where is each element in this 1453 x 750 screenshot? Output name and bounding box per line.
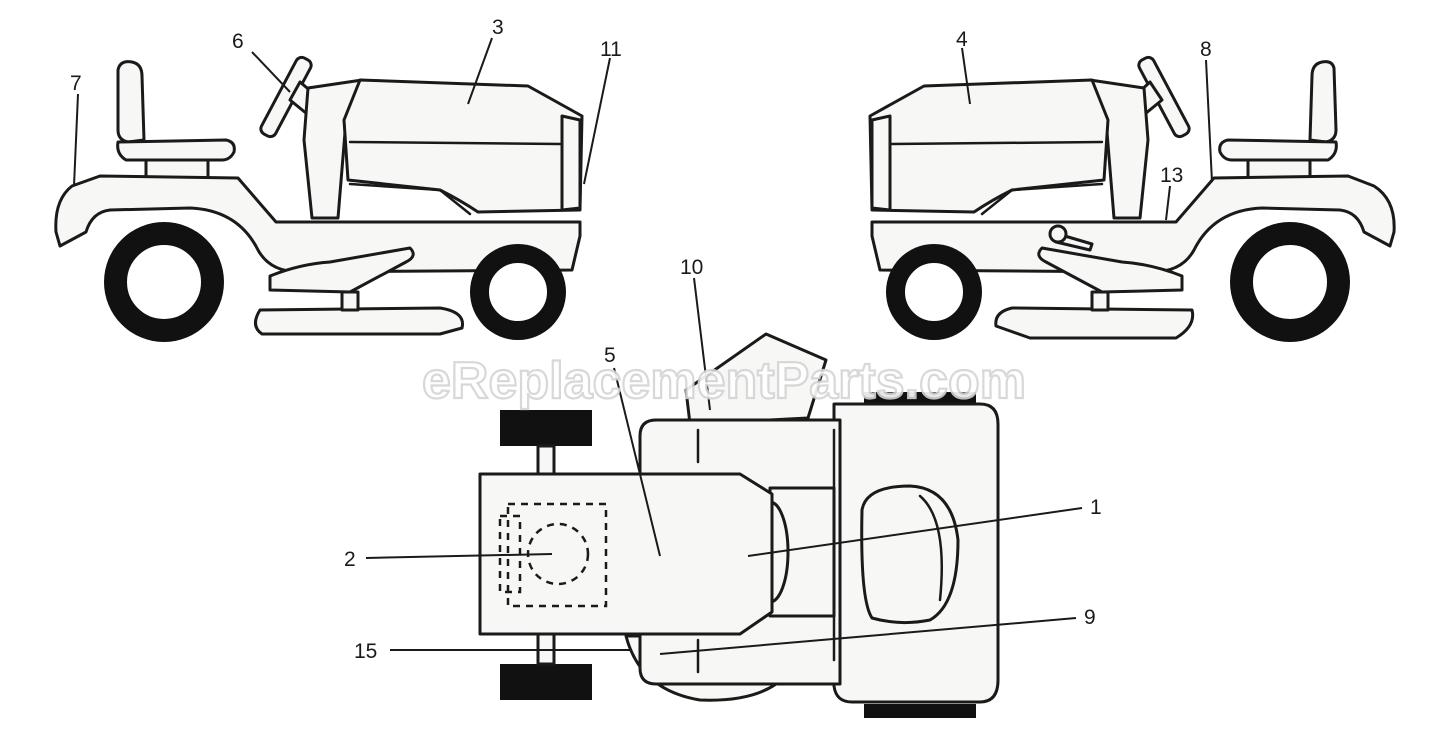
- foot-rest: [268, 246, 415, 294]
- callout-10: 10: [680, 256, 703, 279]
- foot-rest: [1037, 246, 1184, 294]
- leader-2: [365, 553, 553, 559]
- hood-crease: [890, 140, 1104, 146]
- tractor-left-side-view: [54, 55, 584, 342]
- leader-6: [251, 51, 291, 93]
- callout-15: 15: [354, 640, 377, 663]
- front-hub: [903, 261, 965, 323]
- callout-3: 3: [492, 16, 504, 39]
- callout-7: 7: [70, 72, 82, 95]
- mower-deck: [254, 306, 465, 336]
- callout-8: 8: [1200, 38, 1212, 61]
- seat-cushion: [116, 138, 236, 162]
- lift-lever-knob: [1048, 224, 1068, 244]
- callout-5: 5: [604, 344, 616, 367]
- callout-1: 1: [1090, 496, 1102, 519]
- deck-hanger: [340, 290, 360, 312]
- grille: [870, 114, 892, 212]
- leader-1: [747, 507, 1083, 557]
- callout-6: 6: [232, 30, 244, 53]
- leader-10: [693, 277, 711, 411]
- callout-11: 11: [600, 38, 622, 61]
- leader-3: [467, 37, 493, 105]
- hood: [868, 78, 1110, 214]
- hood-side-line: [348, 182, 472, 216]
- leader-11: [583, 57, 611, 185]
- watermark-text: eReplacementParts.com: [422, 352, 1026, 410]
- leader-7: [73, 93, 79, 187]
- leader-8: [1205, 59, 1213, 183]
- callout-4: 4: [956, 28, 968, 51]
- seat-back: [1308, 60, 1338, 144]
- callout-13: 13: [1160, 164, 1183, 187]
- discharge-chute: [684, 332, 828, 426]
- deck-hanger: [1090, 290, 1110, 312]
- front-tire-top: [500, 410, 592, 446]
- callout-9: 9: [1084, 606, 1096, 629]
- seat-top-edge: [918, 494, 943, 602]
- seat-back: [116, 60, 146, 144]
- grille: [560, 114, 582, 212]
- hood: [342, 78, 584, 214]
- hood-crease: [348, 140, 562, 146]
- hood-side-line: [980, 182, 1104, 216]
- front-hub: [487, 261, 549, 323]
- hood-top: [478, 472, 774, 636]
- seat-post: [144, 158, 210, 180]
- front-axle-top: [536, 444, 556, 478]
- leader-13: [1165, 185, 1171, 221]
- leader-9: [659, 617, 1077, 655]
- seat-cushion: [1218, 138, 1338, 162]
- leader-5: [613, 367, 661, 557]
- rear-tire-bottom: [864, 704, 976, 718]
- tractor-top-view: [478, 332, 1000, 718]
- leader-4: [961, 47, 971, 105]
- rear-hub: [125, 243, 203, 321]
- rear-hub: [1251, 243, 1329, 321]
- tractor-right-side-view: [868, 55, 1396, 342]
- callout-2: 2: [344, 548, 356, 571]
- mower-deck: [994, 306, 1195, 340]
- seat-top: [860, 484, 960, 625]
- callout-labels: 1 2 3 4 5 6 7 8 9 10 11 13 15: [70, 16, 1212, 663]
- engine-outline: [506, 502, 608, 608]
- front-tire-bottom: [500, 664, 592, 700]
- leader-lines: [73, 37, 1213, 655]
